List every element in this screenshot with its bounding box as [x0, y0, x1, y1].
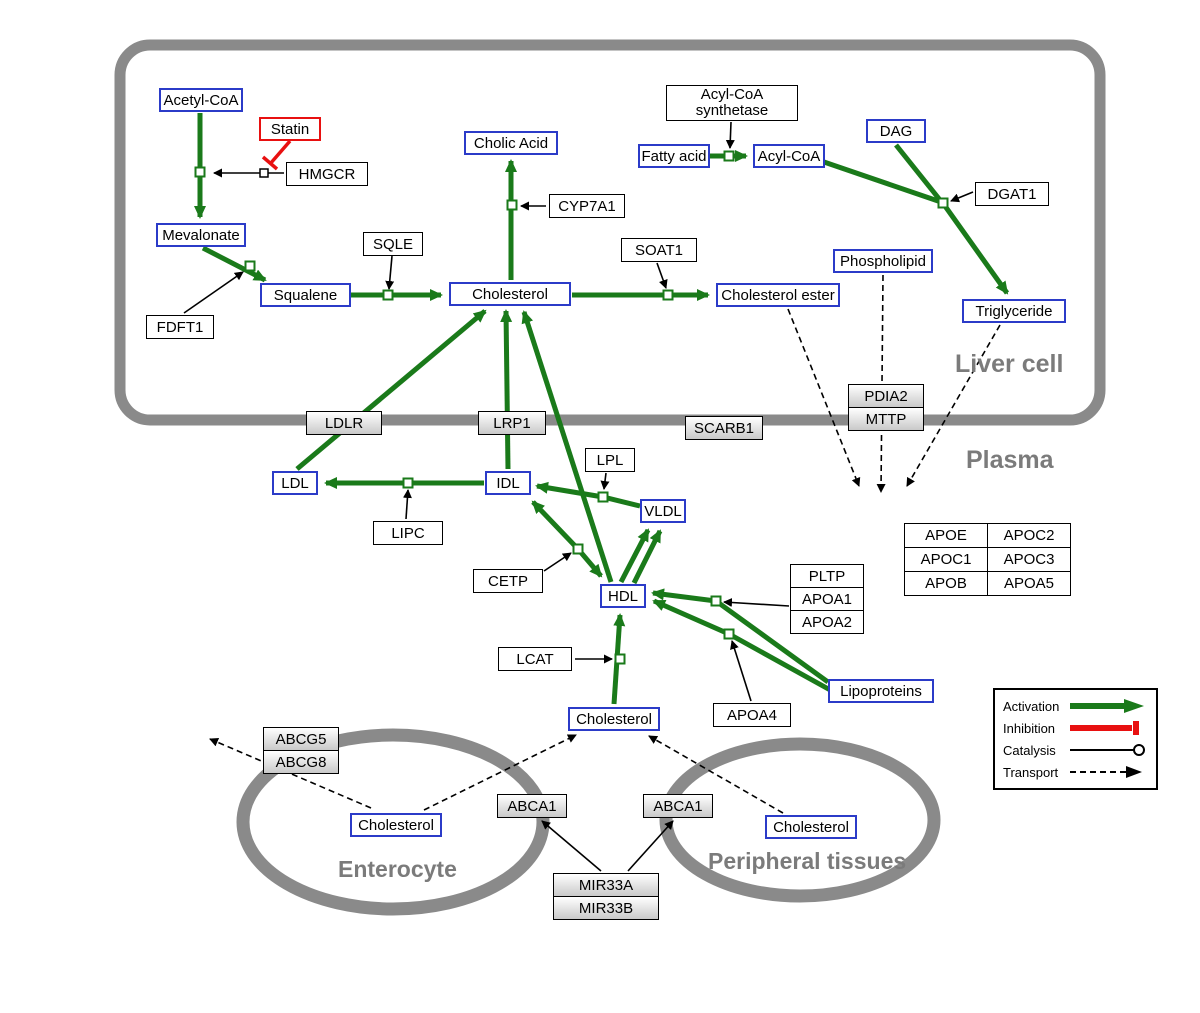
legend-row-catalysis: Catalysis — [1003, 742, 1148, 758]
node-abca1-peripheral: ABCA1 — [643, 794, 713, 818]
node-lpl: LPL — [585, 448, 635, 472]
node-lcat: LCAT — [498, 647, 572, 671]
node-cholesterol-enterocyte: Cholesterol — [350, 813, 442, 837]
node-mttp: MTTP — [848, 407, 924, 431]
peripheral-tissues-label: Peripheral tissues — [708, 848, 907, 874]
liver-cell-outline — [114, 39, 1106, 426]
catalysis-circle-icon — [1070, 744, 1145, 756]
liver-cell-label: Liver cell — [955, 350, 1064, 378]
node-apoa1: APOA1 — [790, 587, 864, 611]
activation-arrow-icon — [1070, 699, 1144, 713]
inhibition-edge — [261, 139, 292, 171]
apo-table-cell: APOA5 — [987, 571, 1071, 596]
node-acyl-coa-2: Acyl-CoA — [753, 144, 825, 168]
node-abca1-enterocyte: ABCA1 — [497, 794, 567, 818]
node-ldl: LDL — [272, 471, 318, 495]
apo-table-cell: APOC1 — [904, 547, 988, 572]
node-squalene: Squalene — [260, 283, 351, 307]
node-lipoproteins: Lipoproteins — [828, 679, 934, 703]
plasma-label: Plasma — [966, 446, 1054, 474]
node-phospholipid: Phospholipid — [833, 249, 933, 273]
node-lrp1: LRP1 — [478, 411, 546, 435]
node-cholesterol-peripheral: Cholesterol — [765, 815, 857, 839]
node-pdia2: PDIA2 — [848, 384, 924, 408]
apo-table-cell: APOB — [904, 571, 988, 596]
node-dag: DAG — [866, 119, 926, 143]
node-cholesterol-ester: Cholesterol ester — [716, 283, 840, 307]
node-apoa4: APOA4 — [713, 703, 791, 727]
legend-row-inhibition: Inhibition — [1003, 720, 1148, 736]
peripheral-tissues-outline — [659, 737, 941, 903]
inhibition-tbar-icon — [1070, 721, 1139, 735]
node-scarb1: SCARB1 — [685, 416, 763, 440]
enterocyte-label: Enterocyte — [338, 856, 457, 882]
node-abcg8: ABCG8 — [263, 750, 339, 774]
node-acyl-coa-synthetase: Acyl-CoA synthetase — [666, 85, 798, 121]
node-idl: IDL — [485, 471, 531, 495]
node-dgat1: DGAT1 — [975, 182, 1049, 206]
node-hdl: HDL — [600, 584, 646, 608]
legend-row-activation: Activation — [1003, 698, 1148, 714]
node-triglyceride: Triglyceride — [962, 299, 1066, 323]
node-abcg5: ABCG5 — [263, 727, 339, 751]
apo-table-cell: APOC3 — [987, 547, 1071, 572]
node-pltp: PLTP — [790, 564, 864, 588]
node-cholesterol-liver: Cholesterol — [449, 282, 571, 306]
node-cholesterol-plasma: Cholesterol — [568, 707, 660, 731]
legend-activation-label: Activation — [1003, 698, 1060, 714]
node-hmgcr: HMGCR — [286, 162, 368, 186]
node-ldlr: LDLR — [306, 411, 382, 435]
node-mevalonate: Mevalonate — [156, 223, 246, 247]
legend-row-transport: Transport — [1003, 764, 1148, 780]
apo-table-cell: APOE — [904, 523, 988, 548]
node-mir33b: MIR33B — [553, 896, 659, 920]
node-apoa2: APOA2 — [790, 610, 864, 634]
legend-inhibition-label: Inhibition — [1003, 720, 1056, 736]
apo-table-cell: APOC2 — [987, 523, 1071, 548]
hmgcr-statin-junction — [259, 168, 269, 178]
node-sqle: SQLE — [363, 232, 423, 256]
node-vldl: VLDL — [640, 499, 686, 523]
node-lipc: LIPC — [373, 521, 443, 545]
node-statin: Statin — [259, 117, 321, 141]
legend-catalysis-label: Catalysis — [1003, 742, 1056, 758]
node-soat1: SOAT1 — [621, 238, 697, 262]
reaction-nodes — [194, 150, 949, 665]
transport-dashed-arrow-icon — [1070, 766, 1142, 778]
node-cholic-acid: Cholic Acid — [464, 131, 558, 155]
legend: Activation Inhibition Catalysis Transpor… — [993, 688, 1158, 790]
node-mir33a: MIR33A — [553, 873, 659, 897]
node-cetp: CETP — [473, 569, 543, 593]
catalysis-edges — [183, 121, 974, 872]
legend-transport-label: Transport — [1003, 764, 1059, 780]
node-fatty-acid: Fatty acid — [638, 144, 710, 168]
node-cyp7a1: CYP7A1 — [549, 194, 625, 218]
node-fdft1: FDFT1 — [146, 315, 214, 339]
node-acetyl-coa: Acetyl-CoA — [159, 88, 243, 112]
transport-edges — [209, 274, 1001, 814]
